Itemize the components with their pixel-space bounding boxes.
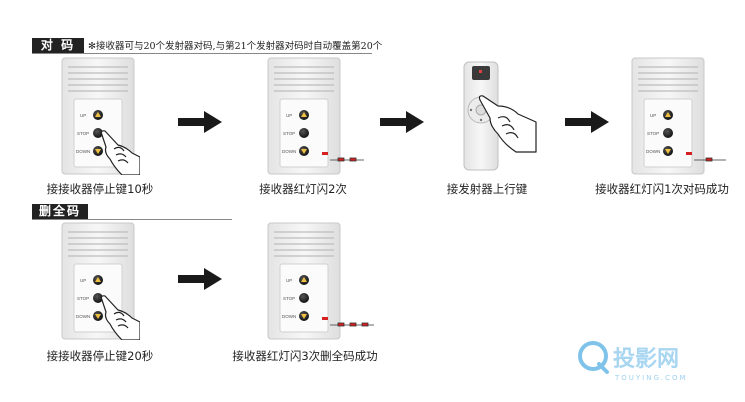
right-arrow-icon — [178, 111, 222, 133]
pair-step-3-caption: 接发射器上行键 — [446, 182, 528, 196]
pointing-hand-icon — [100, 295, 140, 340]
receiver-buttons — [93, 110, 103, 156]
remote-transmitter — [463, 61, 537, 171]
right-arrow-icon — [565, 111, 609, 133]
svg-text:STOP: STOP — [77, 296, 89, 301]
blink-indicator-3x — [330, 322, 374, 327]
blink-indicator-2x — [330, 157, 364, 162]
pair-section-tag: 对 码 — [32, 38, 84, 53]
svg-text:DOWN: DOWN — [282, 149, 296, 154]
receiver-stop-label: STOP — [77, 131, 89, 136]
led-red-icon — [322, 152, 328, 155]
svg-text:STOP: STOP — [283, 131, 295, 136]
receiver-led-blink-1: UP STOP DOWN — [631, 57, 726, 175]
led-red-icon — [322, 317, 328, 320]
pointing-hand-icon — [478, 95, 537, 153]
pair-step-2-caption: 接收器红灯闪2次 — [259, 182, 347, 196]
receiver-pressing-stop-20s: UP STOP DOWN — [61, 222, 140, 340]
svg-text:UP: UP — [80, 278, 86, 283]
watermark-logo-icon — [578, 341, 609, 374]
svg-text:UP: UP — [650, 113, 656, 118]
delete-step-1-caption: 接接收器停止键20秒 — [46, 349, 154, 363]
svg-text:DOWN: DOWN — [282, 314, 296, 319]
watermark-domain: TOUYING.COM — [614, 374, 688, 382]
right-arrow-icon — [380, 111, 424, 133]
right-arrow-icon — [178, 268, 222, 290]
receiver-pressing-stop-10s: UP STOP DOWN — [61, 57, 140, 175]
svg-text:DOWN: DOWN — [76, 314, 90, 319]
pair-step-1-caption: 接接收器停止键10秒 — [46, 182, 154, 196]
svg-text:UP: UP — [286, 278, 292, 283]
delete-section-tag: 删全码 — [32, 204, 88, 219]
svg-text:STOP: STOP — [283, 296, 295, 301]
svg-text:UP: UP — [286, 113, 292, 118]
watermark-brand: 投影网 — [613, 347, 679, 372]
pointing-hand-icon — [100, 130, 140, 175]
led-red-icon — [686, 152, 692, 155]
receiver-up-label: UP — [80, 113, 86, 118]
delete-section-underline — [32, 219, 232, 220]
delete-step-2-caption: 接收器红灯闪3次删全码成功 — [232, 349, 378, 363]
pair-section-underline — [32, 53, 372, 54]
pair-section-note: ✻接收器可与20个发射器对码,与第21个发射器对码时自动覆盖第20个 — [88, 41, 383, 52]
touying-watermark: 投影网 TOUYING.COM — [578, 341, 688, 382]
blink-indicator-1x — [694, 157, 726, 162]
svg-text:DOWN: DOWN — [646, 149, 660, 154]
receiver-led-blink-2: UP STOP DOWN — [267, 57, 364, 175]
receiver-led-blink-3: UP STOP DOWN — [267, 222, 374, 340]
svg-text:STOP: STOP — [647, 131, 659, 136]
pair-step-4-caption: 接收器红灯闪1次对码成功 — [595, 182, 729, 196]
receiver-down-label: DOWN — [76, 149, 90, 154]
